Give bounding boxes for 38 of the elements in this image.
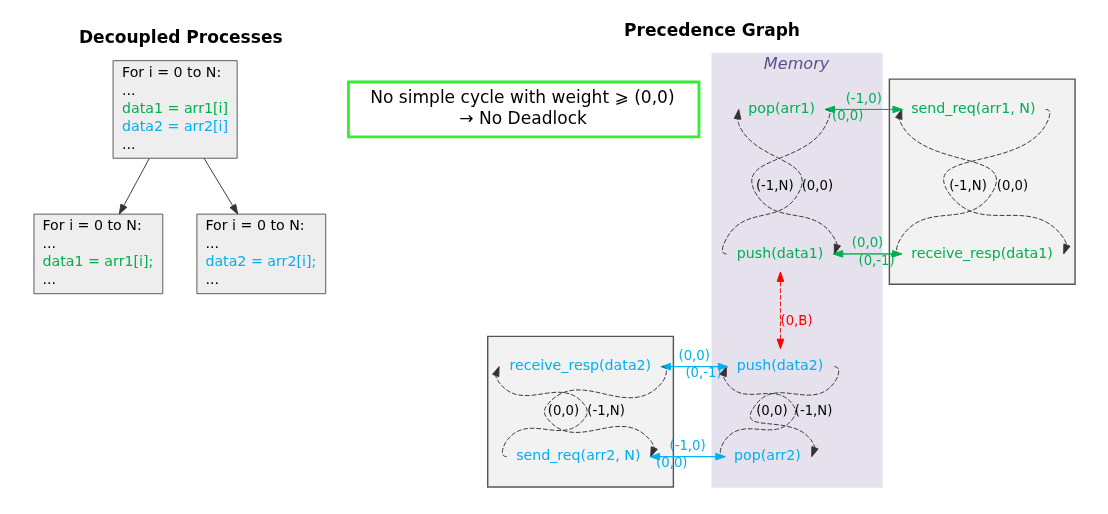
edge-label: (-1,N) [794,403,832,419]
arrow [491,366,588,458]
edge-label: (-1,N) [948,177,987,193]
edge-label: (0,B) [780,313,813,329]
arrow [543,366,667,458]
arrow [751,108,841,255]
node-text: push(data1) [736,244,823,261]
edge-label: (0,0) [831,108,863,124]
arrow [943,108,1071,255]
arrow [721,108,802,255]
arrow [118,157,150,215]
node-box: For i = 0 to N: ... data1 = arr1[i] data2 = arr2[i] ... [112,60,238,159]
edge-label: (0,0) [801,177,833,193]
arrow [749,366,839,458]
edge-label: (-1,0) [845,91,882,107]
edge-label: (0,0) [547,403,579,419]
node-text: push(data2) [736,357,823,374]
node-box: For i = 0 to N: ... data2 = arr2[i]; ... [195,213,326,295]
arrow [719,366,796,458]
label: Precedence Graph [623,19,800,40]
edge-label: (-1,N) [586,403,625,419]
edge-label: (-1,N) [755,177,794,193]
edge-label: (0,-1) [684,365,722,381]
edge-label: (0,0) [755,403,788,419]
node-text: pop(arr1) [747,100,815,117]
arrow [203,157,238,215]
edge-label: (0,0) [678,348,710,364]
node-text: send_req(arr1, N) [910,100,1035,117]
node-text: send_req(arr2, N) [515,447,640,464]
node-text: pop(arr2) [733,447,801,464]
node-box: No simple cycle with weight ⩾ (0,0) → No Deadlock [346,80,700,139]
node-box: For i = 0 to N: ... data1 = arr1[i]; ... [32,213,163,295]
arrow [776,271,784,350]
edge-label: (0,0) [996,177,1028,193]
node-text: receive_resp(data1) [910,244,1053,261]
arrow [894,108,996,255]
edge-label: (0,0) [851,235,883,251]
node-text: receive_resp(data2) [509,357,651,374]
